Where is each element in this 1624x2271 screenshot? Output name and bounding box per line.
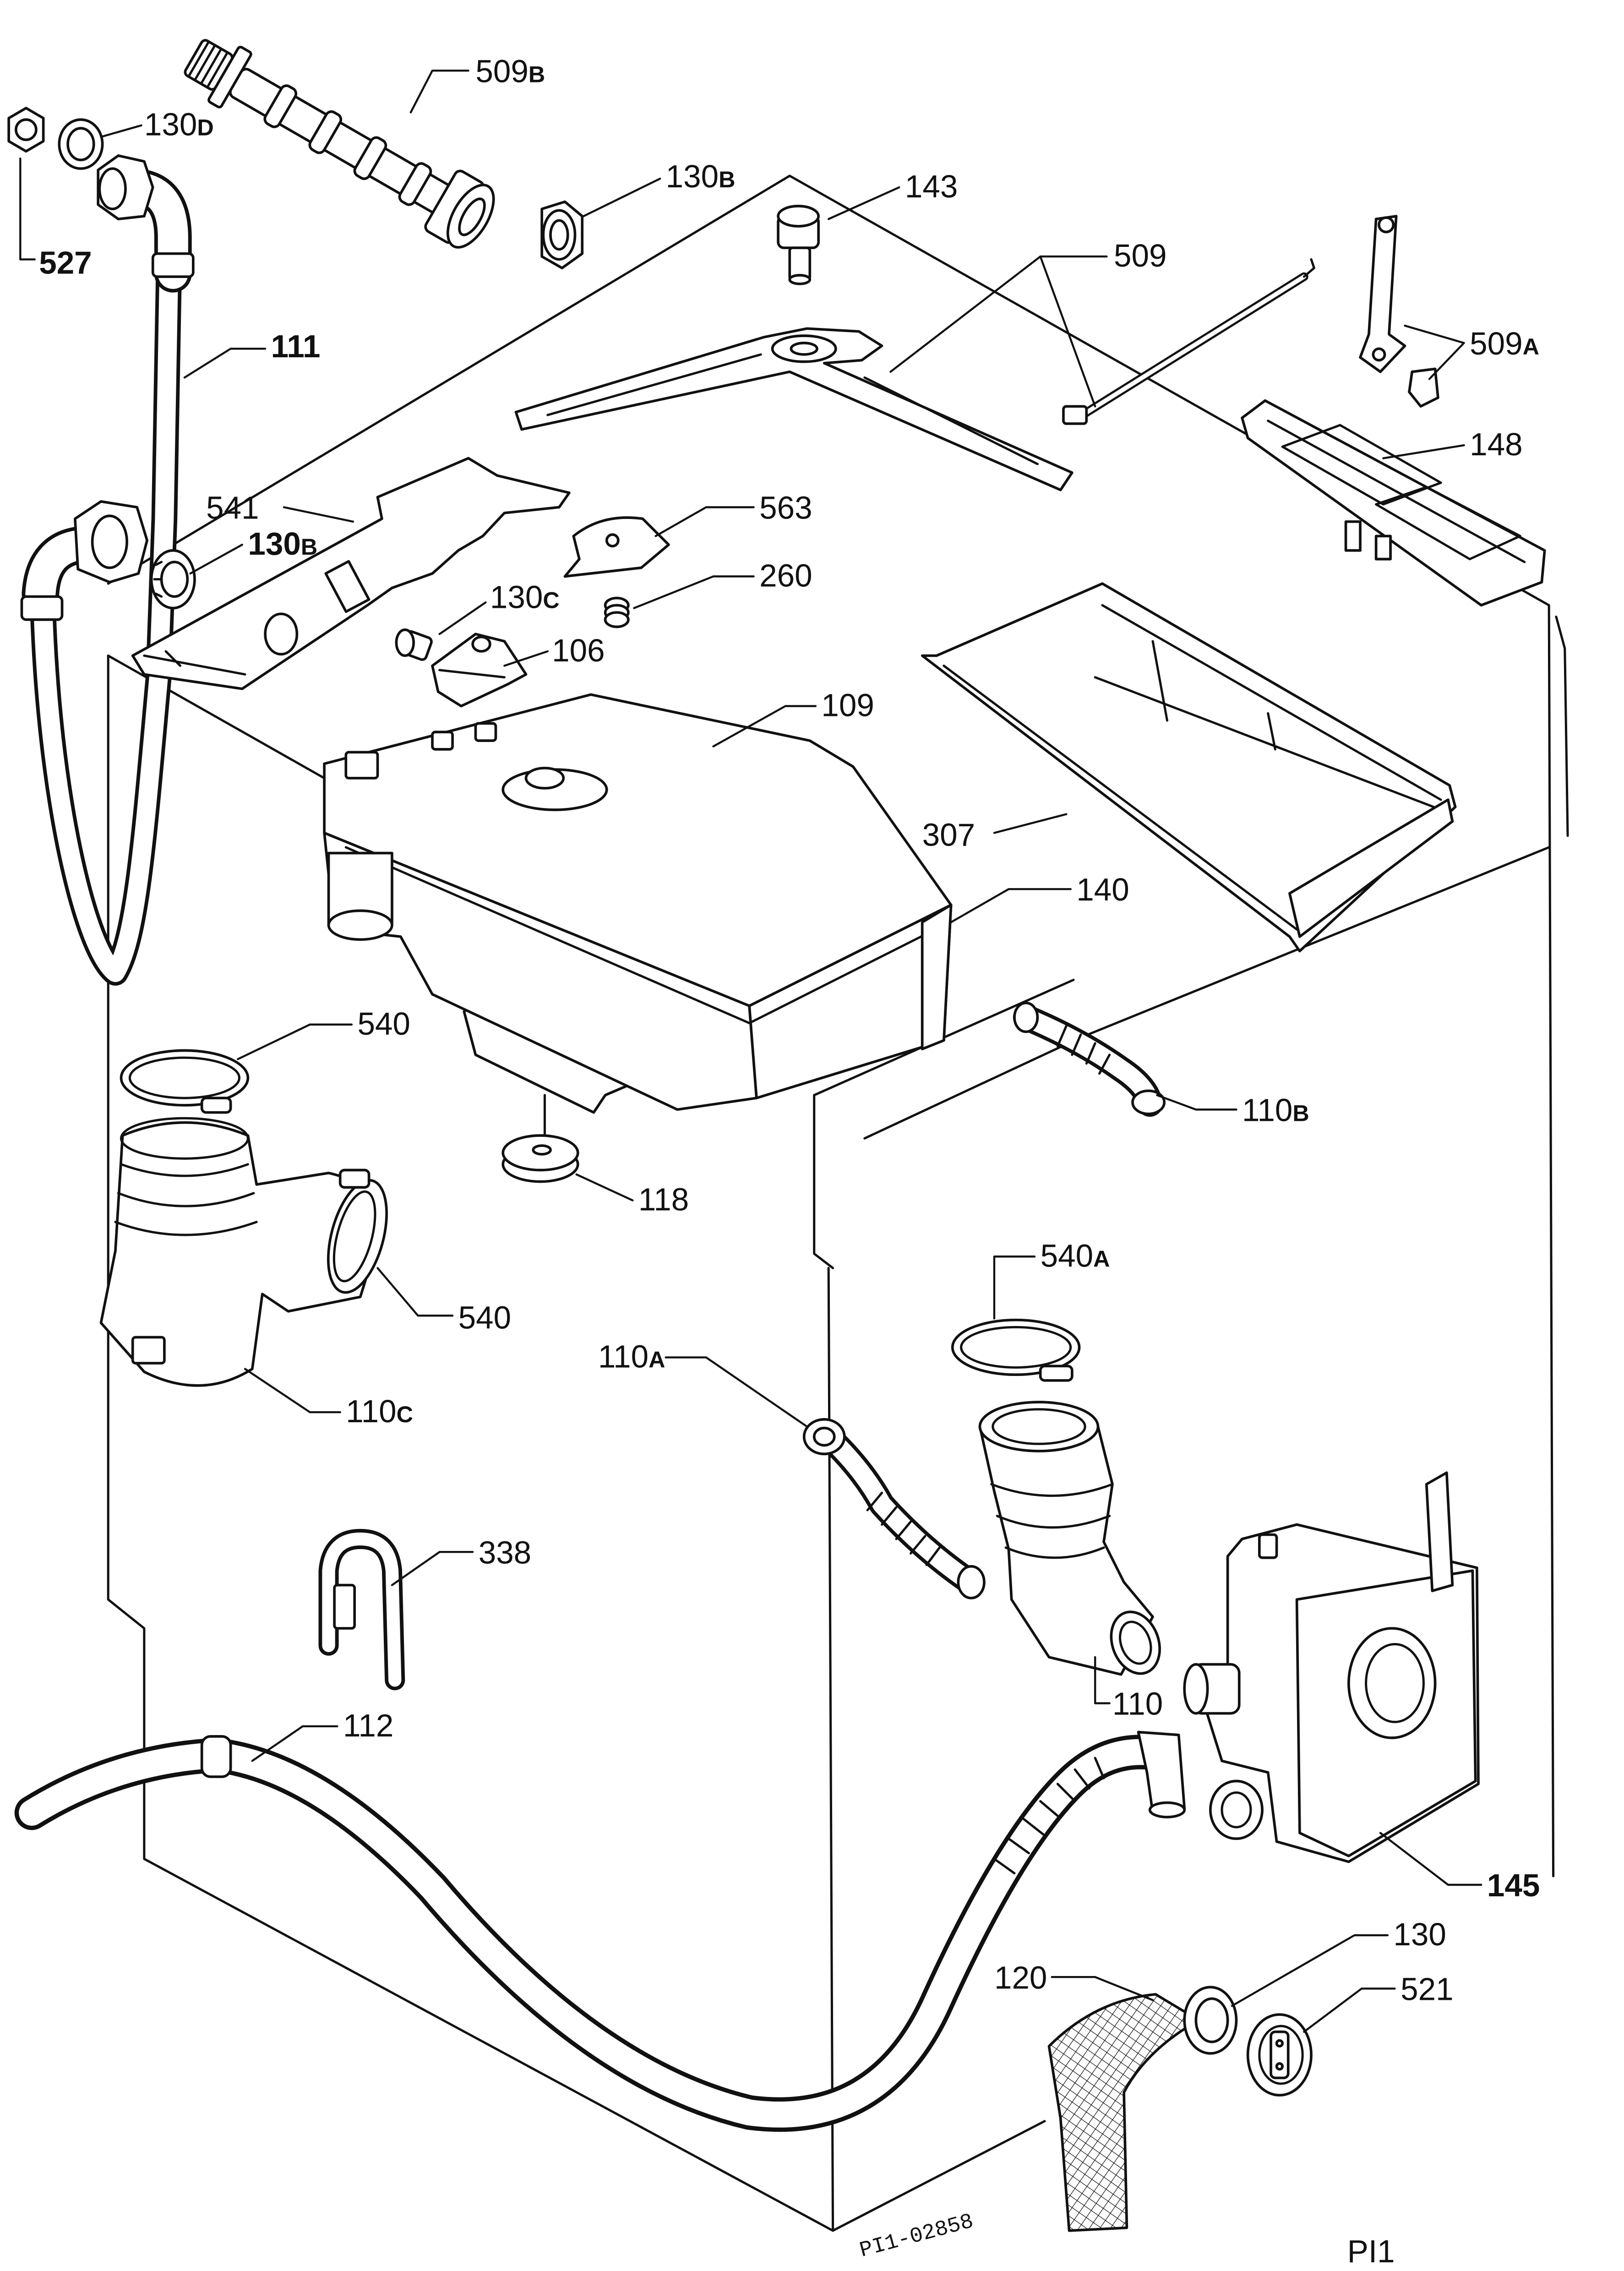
callout-130c: 130C — [490, 579, 560, 615]
part-111-elbow-connector — [20, 500, 148, 621]
callout-number: 509 — [1470, 326, 1522, 361]
callout-140: 140 — [1076, 872, 1129, 907]
callout-130b-top: 130B — [666, 158, 736, 194]
part-260-spring — [604, 596, 630, 628]
callout-540-upper: 540 — [357, 1006, 410, 1042]
callout-563: 563 — [759, 490, 812, 526]
part-130c-bush — [395, 628, 433, 661]
part-521-cap — [1246, 2013, 1313, 2097]
callout-number: 110 — [1242, 1092, 1292, 1128]
callout-suffix: B — [301, 534, 317, 560]
part-148-tray — [1241, 399, 1546, 607]
callout-130: 130 — [1393, 1916, 1446, 1952]
part-120-filter — [1047, 1993, 1200, 2232]
callout-521: 521 — [1401, 1971, 1453, 2007]
part-109-dispenser-housing — [323, 693, 953, 1114]
callout-509b: 509B — [475, 53, 545, 89]
callout-120: 120 — [994, 1960, 1047, 1995]
callout-118: 118 — [638, 1182, 689, 1217]
part-145-pump — [1183, 1471, 1480, 1863]
part-509a-arm — [1359, 215, 1439, 408]
callout-number: 130 — [144, 107, 197, 142]
callout-143: 143 — [905, 169, 958, 204]
callout-suffix: C — [543, 587, 559, 613]
leader-lines — [19, 69, 1482, 2033]
callout-number: 130 — [248, 526, 300, 562]
callout-number: 540 — [1041, 1238, 1093, 1273]
callout-number: 509 — [475, 53, 528, 89]
part-106-bracket — [431, 633, 528, 708]
callout-130b-lower: 130B — [248, 526, 317, 562]
callout-suffix: A — [1093, 1245, 1110, 1272]
callout-suffix: D — [197, 115, 213, 141]
callout-307: 307 — [922, 817, 975, 853]
callout-suffix: B — [1292, 1100, 1309, 1126]
part-509-rod — [1062, 258, 1315, 425]
callout-260: 260 — [759, 557, 812, 593]
part-527-nut — [7, 107, 45, 153]
callout-number: 110 — [598, 1338, 649, 1374]
part-110a-hose — [802, 1418, 986, 1600]
callout-110a: 110A — [598, 1338, 665, 1374]
callout-111: 111 — [271, 328, 321, 364]
callout-110b: 110B — [1242, 1092, 1309, 1128]
plate-number: PI1 — [1347, 2233, 1395, 2269]
part-130-ring — [1183, 1986, 1238, 2055]
callout-110: 110 — [1112, 1686, 1163, 1722]
part-338-clip — [318, 1529, 405, 1691]
callout-509a: 509A — [1470, 326, 1539, 361]
callout-suffix: A — [1523, 333, 1539, 360]
callout-112: 112 — [343, 1708, 393, 1743]
part-118-gear — [501, 1094, 579, 1183]
callout-145: 145 — [1487, 1867, 1540, 1903]
callout-109: 109 — [821, 688, 874, 723]
part-112-drain-hose — [14, 1731, 1186, 2132]
part-540-clamp-upper — [120, 1049, 250, 1114]
callout-labels: 509B 130D 527 130B 143 509 509A 111 148 … — [39, 53, 1540, 2007]
callout-suffix: B — [719, 166, 735, 192]
callout-number: 130 — [490, 579, 543, 615]
drawing-code: PI1-02858 — [857, 2210, 976, 2263]
part-111-inlet-hose — [30, 154, 195, 986]
part-140-seal — [921, 903, 953, 1051]
callout-130d: 130D — [144, 107, 214, 142]
part-540-clamp-side — [327, 1168, 388, 1294]
callout-540a: 540A — [1041, 1238, 1110, 1273]
callout-338: 338 — [479, 1534, 531, 1570]
part-130b-nut-lower — [150, 549, 196, 610]
callout-number: 130 — [666, 158, 719, 194]
part-130b-nut-top — [540, 200, 584, 269]
part-563-cover — [563, 516, 670, 578]
callout-541: 541 — [206, 490, 259, 526]
callout-suffix: B — [529, 61, 545, 87]
part-540a-clamp — [951, 1318, 1081, 1382]
callout-106: 106 — [552, 633, 605, 668]
callout-suffix: A — [649, 1346, 665, 1372]
callout-number: 110 — [346, 1393, 396, 1429]
part-307-drawer — [921, 582, 1457, 953]
part-130d-washer — [58, 118, 104, 170]
part-143-knob — [777, 205, 820, 285]
part-110b-hose — [1013, 1001, 1166, 1117]
callout-527: 527 — [39, 245, 92, 281]
callout-suffix: C — [397, 1401, 413, 1427]
callout-540-side: 540 — [458, 1300, 511, 1336]
callout-148: 148 — [1470, 426, 1522, 462]
part-509b-inlet-hose — [184, 39, 495, 249]
part-509-lever — [514, 327, 1074, 491]
callout-110c: 110C — [346, 1393, 413, 1429]
callout-509: 509 — [1114, 238, 1166, 273]
part-541-bracket — [131, 457, 571, 690]
part-110-elbow-bellows — [978, 1401, 1161, 1676]
